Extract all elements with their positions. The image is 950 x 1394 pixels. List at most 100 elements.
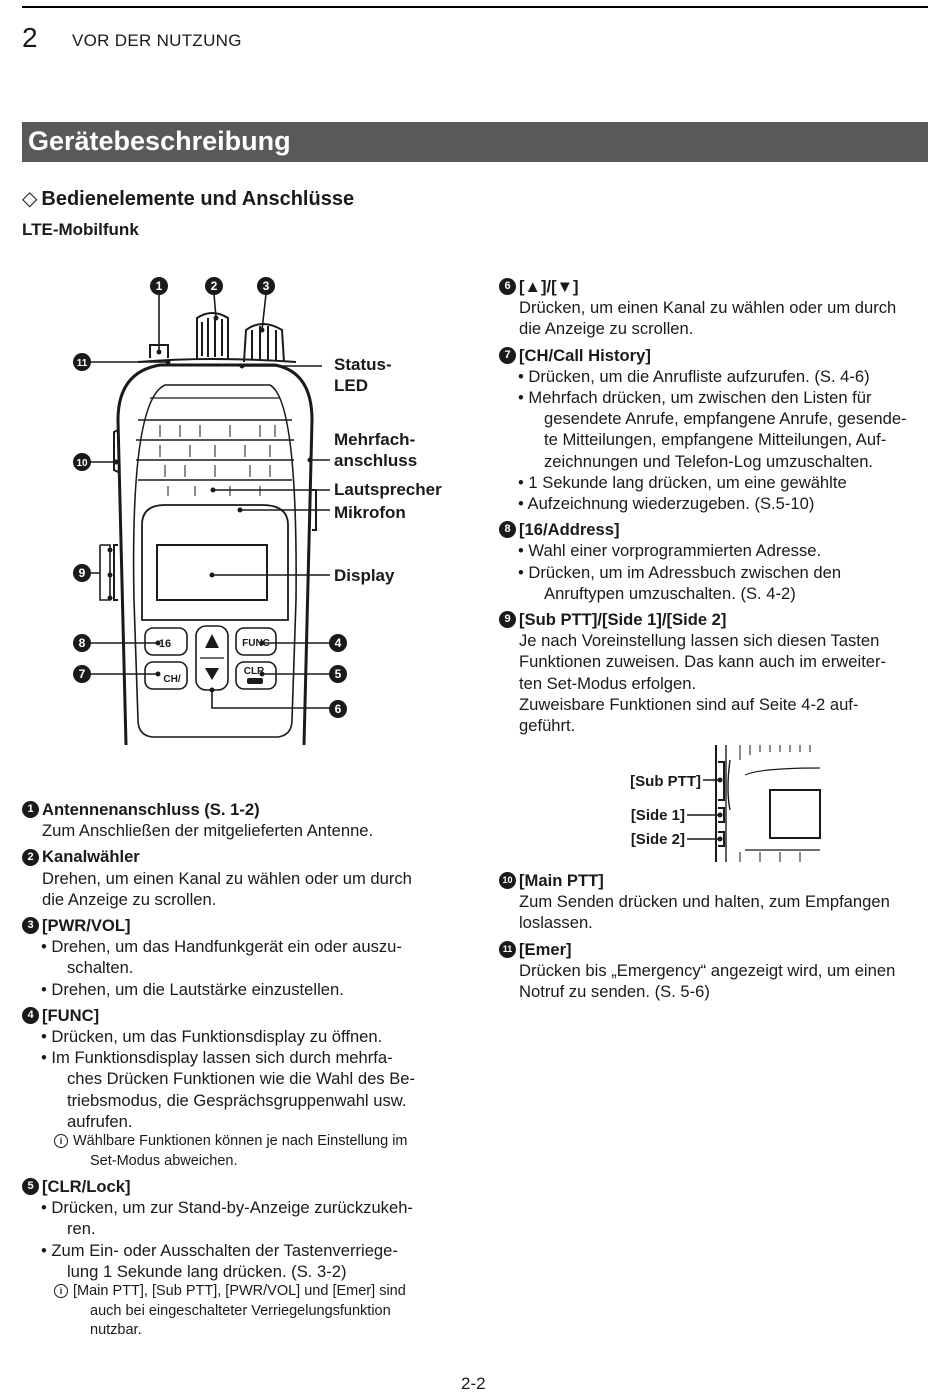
info-icon: i: [54, 1134, 68, 1149]
side-label-side-2: [Side 2]: [631, 831, 685, 848]
callout-10-text: 10: [76, 458, 88, 469]
callout-3: [257, 277, 275, 295]
device-heading: LTE-Mobilfunk: [22, 220, 139, 239]
item-11-number: 11: [499, 940, 516, 958]
callout-2-text: 2: [211, 279, 218, 293]
item-5-bullet: Zum Ein- oder Ausschalten der Tastenverr…: [22, 1240, 452, 1282]
item-8-bullet: Wahl einer vorprogrammierten Adresse.: [499, 540, 939, 561]
item-7-number: 7: [499, 346, 516, 364]
leader-3: [261, 293, 267, 331]
item-3-bullet: Drehen, um die Lautstärke einzustellen.: [22, 979, 452, 1000]
item-9-text: geführt.: [519, 716, 576, 736]
item-8-bullet: Drücken, um im Adressbuch zwischen denAn…: [499, 562, 939, 604]
callout-9-text: 9: [79, 566, 86, 580]
key-16-shape: [144, 627, 188, 656]
item-11-heading: 11[Emer]: [499, 939, 939, 960]
callout-1: [150, 277, 168, 295]
subsection-title: Bedienelemente und Anschlüsse: [41, 188, 355, 210]
key-ch-shape: [144, 661, 188, 690]
lock-icon: [247, 678, 263, 684]
item-4-bullet: Drücken, um das Funktionsdisplay zu öffn…: [22, 1026, 452, 1047]
label-status-1: Status-: [334, 355, 392, 374]
key-func-shape: [235, 627, 277, 656]
item-5-note: i[Main PTT], [Sub PTT], [PWR/VOL] und [E…: [22, 1282, 452, 1341]
down-arrow-icon: [205, 668, 219, 680]
label-status-2: LED: [334, 376, 368, 395]
item-3-number: 3: [22, 917, 39, 935]
display-screen-shape: [156, 544, 268, 601]
item-9-text: Funktionen zuweisen. Das kann auch im er…: [519, 652, 887, 672]
label-speaker: Lautsprecher: [334, 480, 442, 499]
channel-knob-shape: [196, 312, 229, 360]
label-display: Display: [334, 566, 395, 585]
section-title: Gerätebeschreibung: [28, 126, 291, 156]
item-10-number: 10: [499, 872, 516, 890]
section-title-bar: Gerätebeschreibung: [22, 122, 928, 162]
callout-5: [329, 665, 347, 683]
item-5-heading: 5[CLR/Lock]: [22, 1176, 452, 1197]
leader-6: [211, 690, 330, 709]
footer-page-number: 2-2: [461, 1374, 486, 1393]
func-key-label: FUNC: [242, 638, 270, 649]
item-10-text: loslassen.: [519, 913, 593, 933]
item-5-bullet: Drücken, um zur Stand-by-Anzeige zurückz…: [22, 1197, 452, 1239]
item-8-number: 8: [499, 521, 516, 539]
item-7-bullet: 1 Sekunde lang drücken, um eine gewählte: [499, 472, 939, 493]
item-6-text: die Anzeige zu scrollen.: [519, 319, 694, 339]
callout-11: [73, 353, 91, 371]
item-7-bullet: Mehrfach drücken, um zwischen den Listen…: [499, 387, 939, 472]
item-4-title: [FUNC]: [42, 1005, 100, 1025]
item-2-number: 2: [22, 848, 39, 866]
item-11-title: [Emer]: [519, 939, 572, 959]
leader-2: [213, 293, 217, 319]
clr-key-label: CLR: [244, 666, 265, 677]
item-6-title: [▲]/[▼]: [519, 277, 579, 296]
item-9-text: ten Set-Modus erfolgen.: [519, 673, 697, 693]
item-4-bullet: Im Funktionsdisplay lassen sich durch me…: [22, 1047, 452, 1132]
callout-6: [329, 700, 347, 718]
callout-9: [73, 564, 91, 582]
item-3-heading: 3[PWR/VOL]: [22, 915, 452, 936]
item-4-number: 4: [22, 1006, 39, 1024]
item-6-heading: 6[▲]/[▼]: [499, 276, 939, 297]
item-10-title: [Main PTT]: [519, 871, 604, 890]
ch-key-label: CH/: [163, 674, 180, 685]
item-8-heading: 8[16/Address]: [499, 519, 939, 540]
side-label-sub-ptt: [Sub PTT]: [630, 773, 701, 790]
label-multi-1: Mehrfach-: [334, 430, 415, 449]
item-3-title: [PWR/VOL]: [42, 916, 131, 936]
side-label-side-1: [Side 1]: [631, 807, 685, 824]
item-11-text: Notruf zu senden. (S. 5-6): [519, 982, 710, 1002]
item-10-heading: 10[Main PTT]: [499, 870, 939, 891]
callout-3-text: 3: [263, 279, 270, 293]
item-9-heading: 9[Sub PTT]/[Side 1]/[Side 2]: [499, 609, 939, 630]
sixteen-key-label: 16: [159, 638, 171, 650]
item-10-text: Zum Senden drücken und halten, zum Empfa…: [519, 892, 890, 912]
item-2-title: Kanalwähler: [42, 847, 140, 867]
item-1-text: Zum Anschließen der mitgelieferten Anten…: [42, 821, 374, 841]
callout-2: [205, 277, 223, 295]
item-6-number: 6: [499, 278, 516, 296]
page-number: 2: [22, 22, 38, 53]
callout-4: [329, 634, 347, 652]
callout-1-text: 1: [156, 279, 163, 293]
item-5-title: [CLR/Lock]: [42, 1177, 131, 1197]
item-7-title: [CH/Call History]: [519, 345, 651, 365]
item-7-heading: 7[CH/Call History]: [499, 345, 939, 366]
item-2-text: die Anzeige zu scrollen.: [42, 889, 217, 909]
label-microphone: Mikrofon: [334, 503, 406, 522]
callout-4-text: 4: [335, 636, 342, 650]
item-11-text: Drücken bis „Emergency“ angezeigt wird, …: [519, 960, 896, 980]
subsection-heading: ◇Bedienelemente und Anschlüsse: [22, 186, 354, 211]
item-1-title: Antennenanschluss (S. 1-2): [42, 800, 260, 819]
item-9-text: Je nach Voreinstellung lassen sich diese…: [519, 631, 880, 651]
label-multi-2: anschluss: [334, 451, 417, 470]
item-9-title: [Sub PTT]/[Side 1]/[Side 2]: [519, 610, 727, 630]
item-5-number: 5: [22, 1178, 39, 1196]
item-6-text: Drücken, um einen Kanal zu wählen oder u…: [519, 298, 897, 318]
callout-5-text: 5: [335, 667, 342, 681]
